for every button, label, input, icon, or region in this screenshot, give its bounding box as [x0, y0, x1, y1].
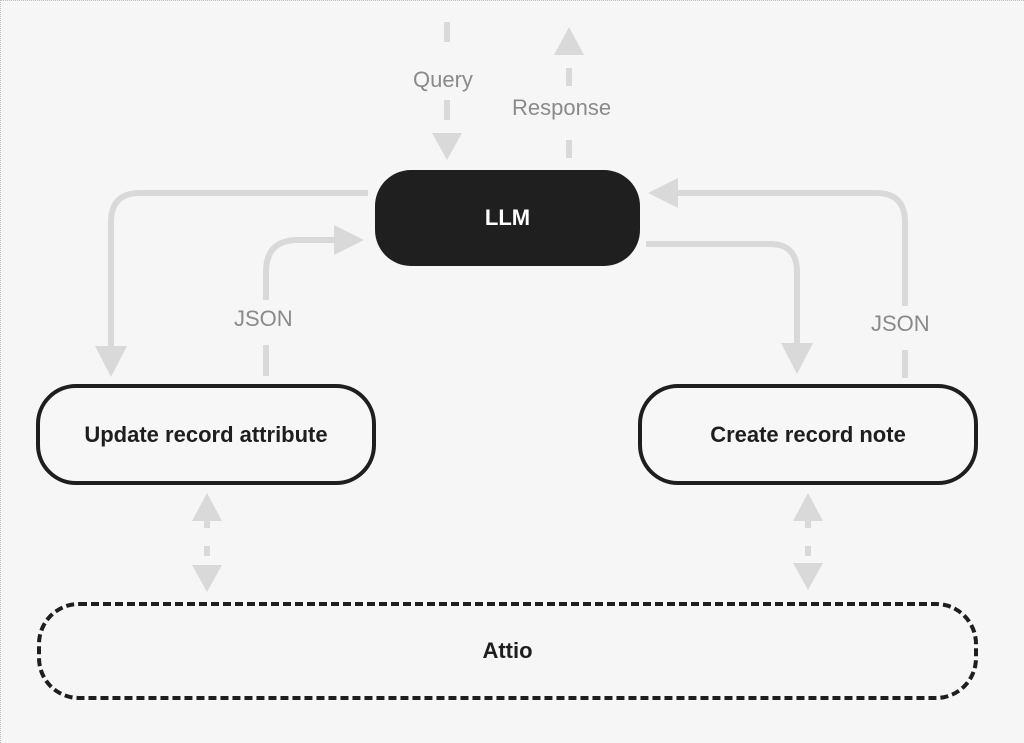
- update-json-connector: [263, 237, 338, 376]
- llm-node-label: LLM: [484, 205, 531, 230]
- json-label-left: JSON: [234, 306, 293, 332]
- query-label: Query: [413, 67, 473, 93]
- create-json-connector: [676, 190, 908, 378]
- update-record-attribute-label: Update record attribute: [84, 421, 328, 447]
- query-arrowhead: [432, 133, 462, 160]
- llm-in-right-arrowhead: [648, 178, 678, 208]
- update-attio-arrowhead-up: [192, 493, 222, 521]
- create-attio-arrowhead-up: [793, 493, 823, 521]
- llm-to-create-connector: [646, 241, 800, 346]
- update-in-arrowhead: [95, 346, 127, 377]
- response-arrowhead: [554, 27, 584, 55]
- attio-label: Attio: [482, 638, 533, 663]
- create-in-arrowhead: [781, 343, 813, 374]
- create-record-note-node[interactable]: Create record note: [638, 384, 978, 485]
- update-attio-arrowhead-down: [192, 565, 222, 592]
- llm-in-left-arrowhead: [334, 225, 364, 255]
- canvas-edge-top: [0, 0, 1024, 1]
- update-record-attribute-node[interactable]: Update record attribute: [36, 384, 376, 485]
- canvas-edge-left: [0, 0, 1, 743]
- response-label: Response: [512, 95, 612, 121]
- llm-to-update-connector: [108, 190, 368, 350]
- create-record-note-label: Create record note: [710, 421, 906, 447]
- json-label-right: JSON: [871, 311, 930, 337]
- attio-node[interactable]: Attio: [37, 602, 978, 700]
- create-attio-arrowhead-down: [793, 563, 823, 590]
- llm-node[interactable]: LLM: [375, 170, 640, 266]
